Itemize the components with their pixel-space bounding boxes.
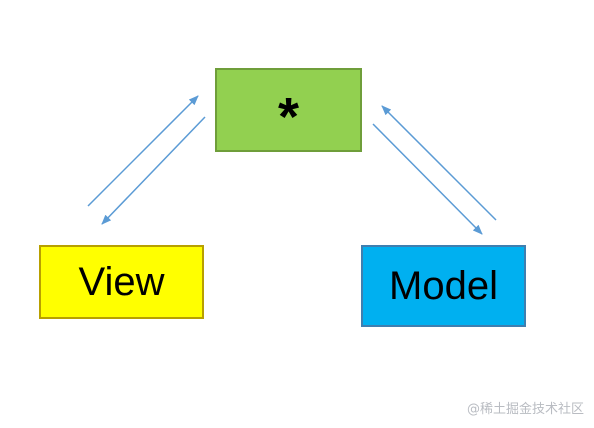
arrow-center-to-view — [101, 116, 206, 225]
arrow-center-to-model — [372, 123, 483, 235]
view-node: View — [39, 245, 204, 319]
model-node: Model — [361, 245, 526, 327]
center-node: * — [215, 68, 362, 152]
view-node-label: View — [78, 259, 165, 304]
model-node-label: Model — [389, 263, 498, 308]
arrow-view-to-center — [87, 95, 199, 207]
watermark-text: @稀土掘金技术社区 — [466, 402, 584, 417]
arrow-model-to-center — [381, 105, 497, 221]
center-node-label: * — [277, 87, 299, 147]
